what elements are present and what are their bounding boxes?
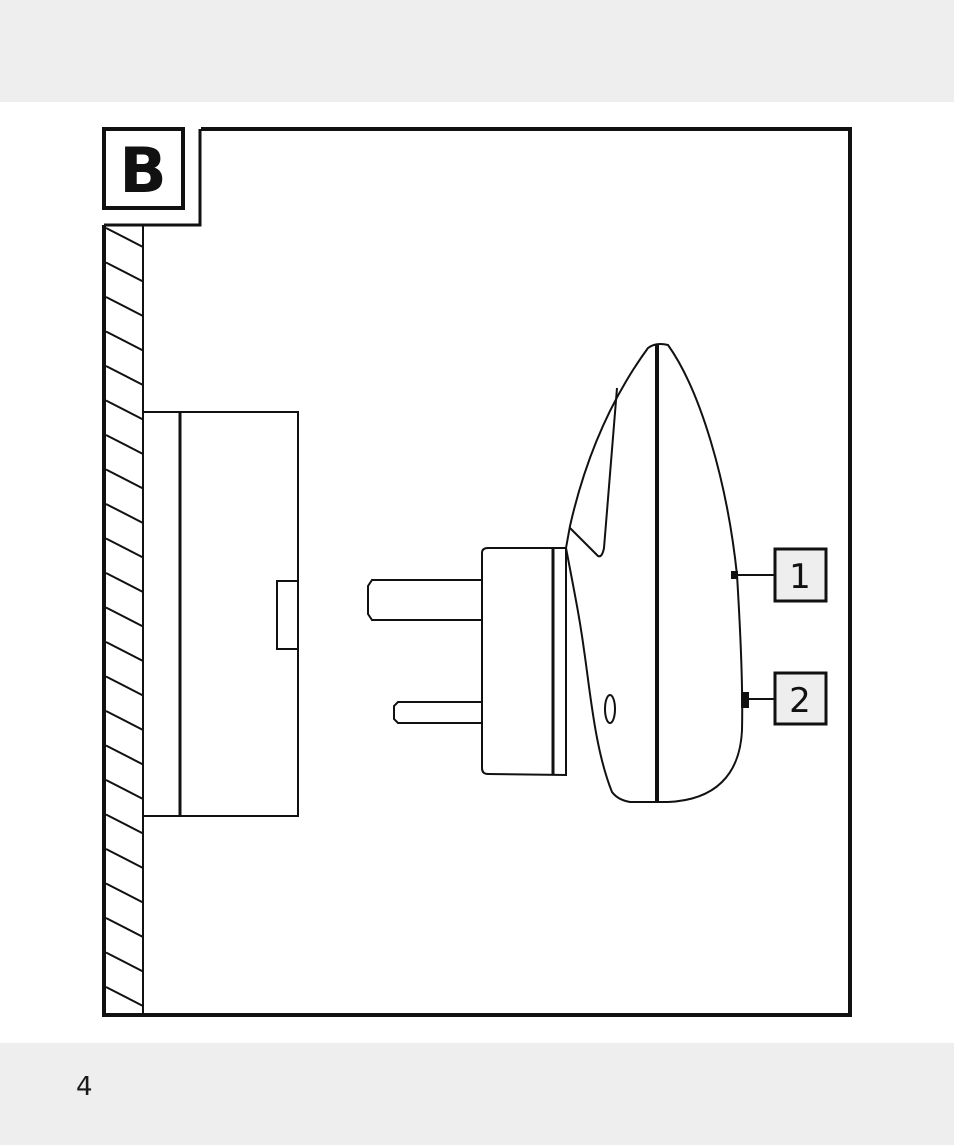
wall-hatch-line [106,780,143,799]
led-indicator [731,571,738,579]
wall-hatch-line [106,884,143,903]
wall-socket [143,412,298,816]
wall-hatch-line [106,401,143,420]
callout-2: 2 [741,673,826,724]
wall-hatch-line [106,815,143,834]
wall-hatch-line [106,987,143,1006]
plug-base [482,548,566,775]
wall-hatch-line [106,711,143,730]
wall-hatch-line [106,746,143,765]
wall-hatch-line [106,263,143,282]
wall-hatch-line [106,504,143,523]
wall-hatch-line [106,332,143,351]
wall-hatch-line [106,435,143,454]
section-letter: B [119,134,166,207]
wall-hatch-line [106,642,143,661]
wall-hatch-line [106,297,143,316]
wall-hatch-line [106,677,143,696]
button [741,692,749,708]
wall-hatch-line [106,849,143,868]
wall-hatch-line [106,228,143,247]
wall-hatch-line [106,953,143,972]
wall-hatch-line [106,573,143,592]
wall-hatch-line [106,918,143,937]
wall [106,225,143,1013]
wall-hatch-line [106,470,143,489]
callout-1: 1 [731,549,826,601]
callout-number-1: 1 [789,557,811,597]
plug-pins [368,580,482,723]
wall-hatch-line [106,608,143,627]
section-label-box: B [100,125,201,225]
device-housing [566,344,742,802]
wall-hatch-line [106,366,143,385]
wall-hatch-line [106,539,143,558]
page-number: 4 [76,1072,93,1102]
callout-number-2: 2 [789,681,811,721]
